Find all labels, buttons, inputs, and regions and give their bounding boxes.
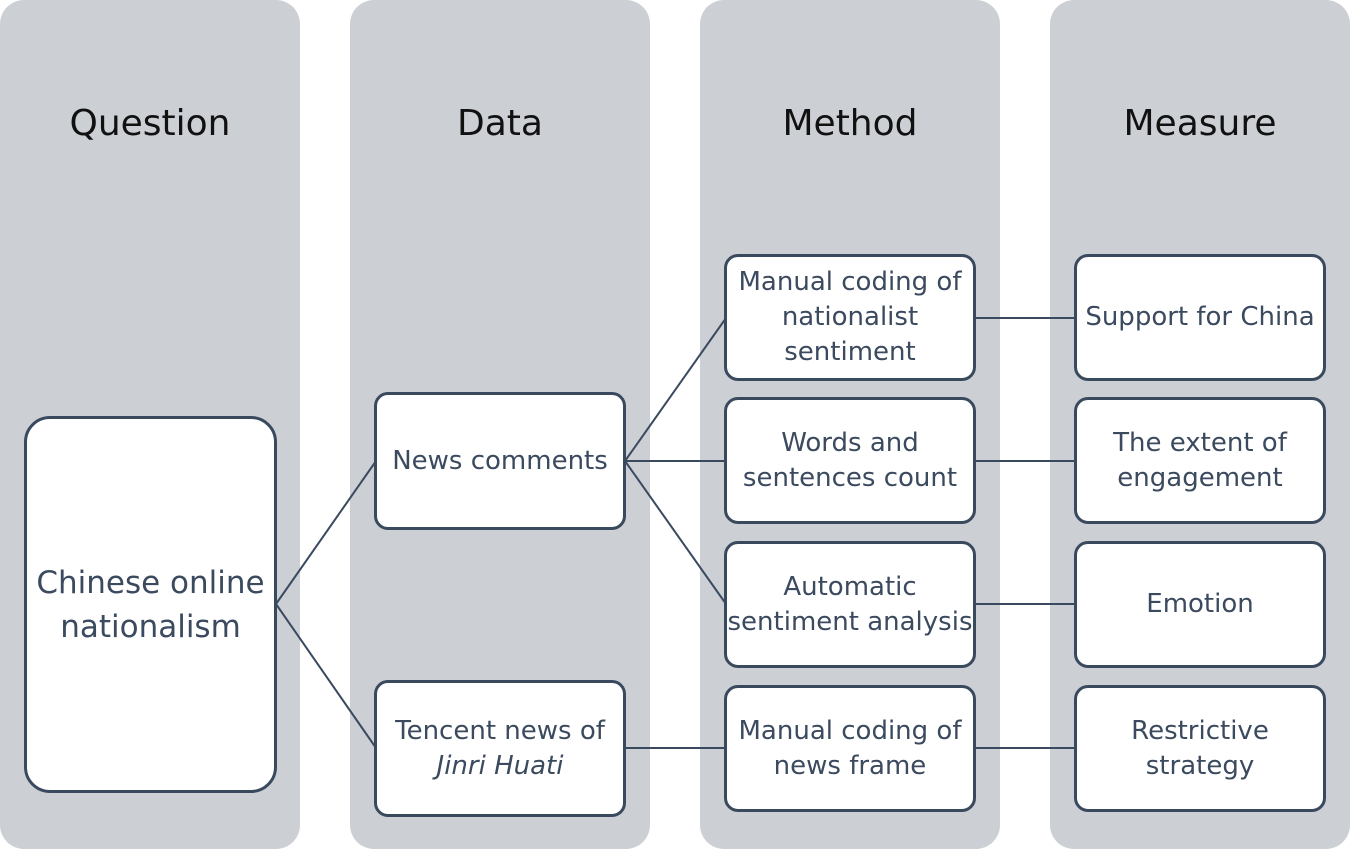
question-box-line-1: Chinese online [36,564,265,601]
method-box-manual-nationalist-line-2: nationalist [781,302,919,332]
measure-box-support-label: Support for China [1085,302,1315,332]
method-box-manual-nationalist-line-3: sentiment [784,337,916,367]
method-box-manual-frame-line-2: news frame [773,750,927,781]
lane-title-method: Method [782,103,918,144]
data-box-news-comments-label: News comments [392,445,608,476]
measure-box-engagement-line-2: engagement [1117,462,1283,493]
lane-title-data: Data [457,103,543,144]
measure-box-restrictive-label: Restrictive strategy [1131,715,1269,781]
method-box-auto-sentiment: Automatic sentiment analysis [724,541,976,668]
data-box-news-comments: News comments [374,392,626,530]
method-box-manual-nationalist: Manual coding of nationalist sentiment [724,254,976,381]
measure-box-engagement-line-1: The extent of [1113,427,1287,458]
data-box-tencent-line-2: Jinri Huati [436,750,564,781]
measure-box-support: Support for China [1074,254,1326,381]
method-box-auto-sentiment-line-2: sentiment analysis [727,606,973,637]
data-box-tencent-news: Tencent news of Jinri Huati [374,680,626,817]
question-box-line-2: nationalism [60,608,241,645]
lane-title-measure: Measure [1123,103,1277,144]
method-box-manual-frame: Manual coding of news frame [724,685,976,812]
method-box-manual-frame-line-1: Manual coding of [738,715,962,746]
measure-box-emotion-label: Emotion [1146,589,1254,619]
method-box-auto-sentiment-line-1: Automatic [783,571,917,602]
method-box-manual-nationalist-line-1: Manual coding of [738,267,962,297]
measure-box-restrictive: Restrictive strategy [1074,685,1326,812]
method-box-words-count-line-2: sentences count [742,462,958,493]
measure-box-emotion: Emotion [1074,541,1326,668]
question-box-chinese-online-nationalism: Chinese online nationalism [24,416,277,793]
measure-box-engagement: The extent of engagement [1074,397,1326,524]
method-box-words-count: Words and sentences count [724,397,976,524]
data-box-tencent-line-1: Tencent news of [395,715,605,746]
method-box-words-count-line-1: Words and [781,427,919,458]
lane-title-question: Question [69,103,231,144]
